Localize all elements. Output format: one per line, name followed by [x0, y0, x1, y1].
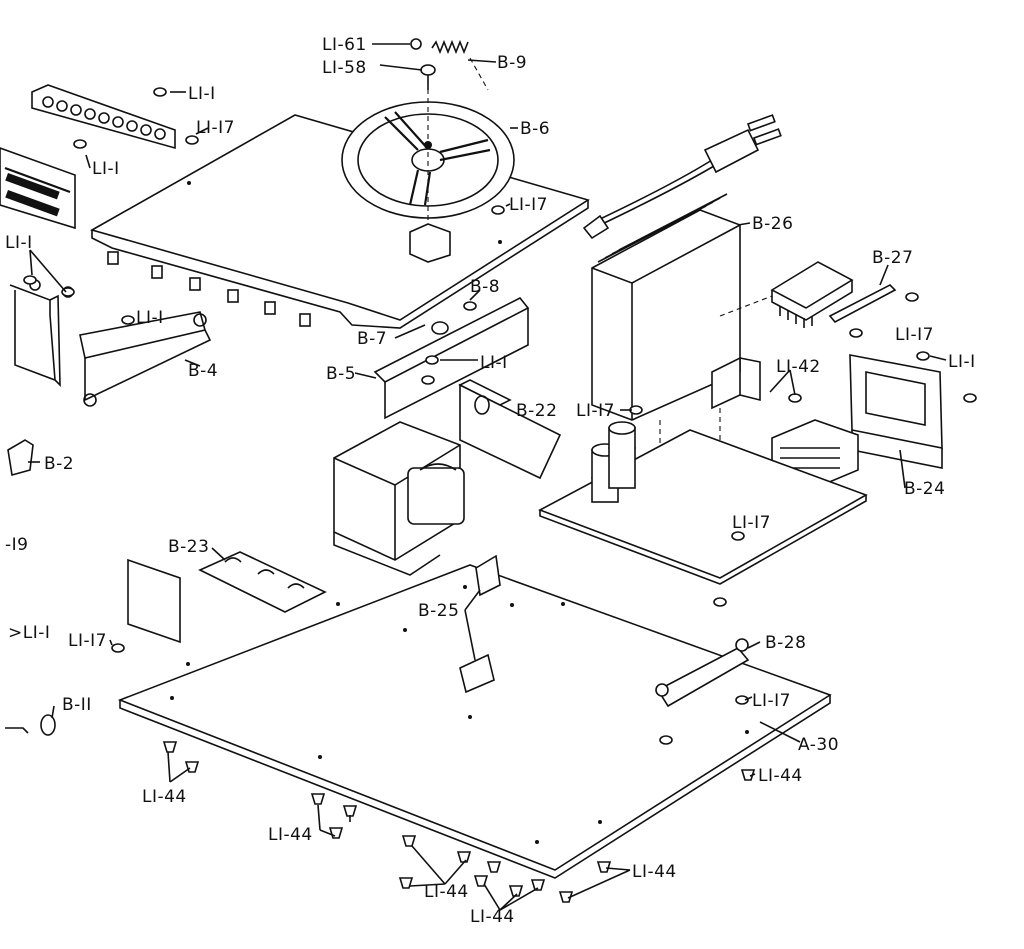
label-b4: B-4: [188, 361, 218, 381]
label-b26: B-26: [752, 214, 793, 234]
label-li44-c: LI-44: [268, 825, 313, 845]
label-li1-partial: >LI-I: [8, 623, 50, 643]
label-b2: B-2: [44, 454, 74, 474]
bracket-b22: [458, 379, 562, 480]
label-li17-e-right: LI-I7: [732, 513, 771, 533]
power-transformer: [333, 421, 465, 576]
bracket-li42: [711, 356, 761, 410]
label-b23: B-23: [168, 537, 209, 557]
label-a30: A-30: [798, 735, 839, 755]
base-plate-a30: [117, 564, 832, 879]
label-li1-d: LI-I: [136, 308, 164, 328]
label-li44-e: LI-44: [632, 862, 677, 882]
label-li44-b: LI-44: [758, 766, 803, 786]
label-b11: B-II: [62, 695, 92, 715]
label-li1-b: LI-I: [92, 159, 120, 179]
label-li58: LI-58: [322, 58, 367, 78]
power-cord: [582, 114, 782, 240]
label-li44-d: LI-44: [424, 882, 469, 902]
label-li17-a: LI-I7: [196, 118, 235, 138]
ic-module-b27: [719, 261, 897, 328]
part-labels: LI-61 B-9 LI-58 LI-I B-6 LI-I7 LI-I LI-I…: [5, 35, 976, 927]
reel-b6: [341, 80, 515, 263]
label-li44-f: LI-44: [470, 907, 515, 927]
pcb-board: [538, 421, 868, 585]
label-b9: B-9: [497, 53, 527, 73]
label-li1-top: LI-I: [188, 84, 216, 104]
bracket-b5-b8: [373, 296, 530, 420]
label-li17-d: LI-I7: [576, 401, 615, 421]
label-li44-a: LI-44: [142, 787, 187, 807]
label-li42: LI-42: [776, 357, 821, 377]
bracket-b4: [79, 311, 212, 407]
label-li61: LI-61: [322, 35, 367, 55]
label-b27: B-27: [872, 248, 913, 268]
label-b6: B-6: [520, 119, 550, 139]
label-b8: B-8: [470, 277, 500, 297]
label-li17-c: LI-I7: [895, 325, 934, 345]
label-b25: B-25: [418, 601, 459, 621]
brackets-b25: [459, 554, 501, 694]
label-b7: B-7: [357, 329, 387, 349]
label-b24: B-24: [904, 479, 945, 499]
label-li1-f: LI-I: [948, 352, 976, 372]
label-b28: B-28: [765, 633, 806, 653]
top-chassis-plate: [89, 114, 590, 329]
label-li17-g: LI-I7: [752, 691, 791, 711]
label-li17-f: LI-I7: [68, 631, 107, 651]
label-li19-partial: -I9: [5, 535, 28, 555]
clip-b2: [7, 439, 34, 477]
front-panel-bracket: [0, 84, 176, 230]
heatsink-b26: [591, 193, 741, 545]
label-li1-e: LI-I: [480, 353, 508, 373]
label-li1-c: LI-I: [5, 233, 33, 253]
leader-lines: [28, 43, 947, 911]
knob-b11: [5, 714, 56, 736]
label-li17-b: LI-I7: [509, 195, 548, 215]
label-b22: B-22: [516, 401, 557, 421]
clamp-b23: [127, 551, 327, 644]
label-b5: B-5: [326, 364, 356, 384]
screws: [23, 87, 977, 745]
left-side-bracket: [9, 279, 74, 387]
bracket-b28: [655, 638, 750, 708]
top-small-parts: [410, 38, 489, 91]
